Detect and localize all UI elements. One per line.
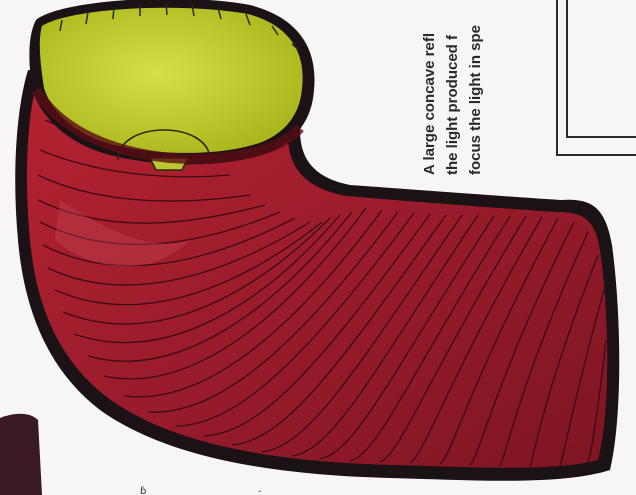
caption-line-3: focus the light in spe [464, 0, 487, 175]
caption-line-1: A large concave refl [418, 0, 441, 175]
page-mark-2: - [258, 486, 262, 495]
dark-object [0, 414, 42, 495]
caption-line-2: the light produced f [441, 0, 464, 175]
page-mark: ɓ [140, 486, 146, 495]
caption-text: A large concave refl the light produced … [418, 0, 593, 175]
